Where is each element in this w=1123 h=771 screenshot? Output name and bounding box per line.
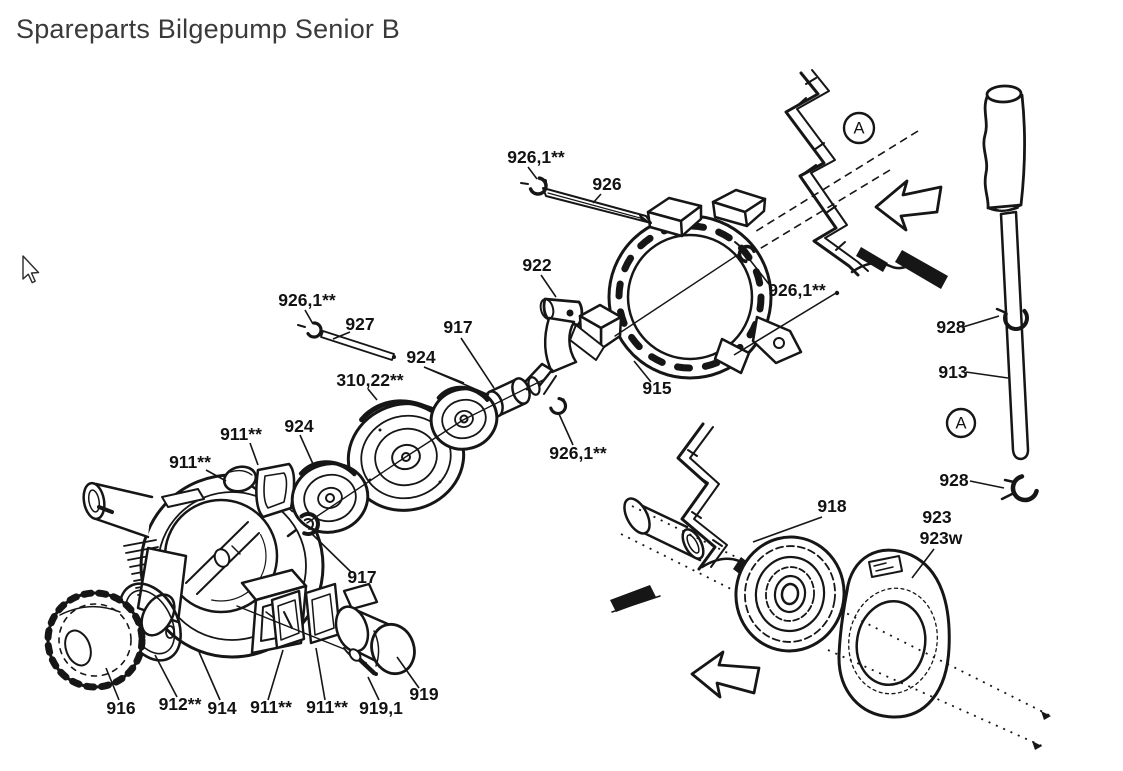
part-label: 916	[106, 698, 135, 718]
leader-line	[460, 337, 495, 389]
thru-hull-tube	[623, 497, 705, 562]
leader-line	[299, 434, 314, 465]
reference-marker-letter: A	[955, 415, 966, 433]
leader-line	[592, 193, 602, 204]
part-911-valve-upper	[222, 462, 296, 519]
part-label: 926,1**	[549, 443, 607, 463]
leader-line	[527, 166, 538, 180]
leader-line	[105, 667, 120, 701]
leader-line	[558, 413, 574, 446]
part-913-handle	[982, 84, 1030, 461]
part-922-lever	[522, 297, 623, 395]
part-label: 919	[409, 684, 438, 704]
part-label: 926,1**	[507, 147, 565, 167]
leader-line	[911, 548, 935, 579]
leader-line	[311, 533, 352, 573]
part-923-cover-plate	[837, 548, 951, 719]
leader-line	[205, 469, 227, 482]
part-label: 927	[345, 314, 374, 334]
part-label: 923	[922, 507, 951, 527]
leader-line	[965, 371, 1009, 379]
leader-line	[198, 651, 221, 701]
part-label: 911**	[250, 697, 292, 717]
part-918-grommet	[734, 535, 846, 653]
part-919-1-screw	[348, 648, 378, 676]
reference-marker-letter: A	[853, 120, 864, 138]
part-label: 917	[443, 317, 472, 337]
part-label: 924	[406, 347, 435, 367]
part-928-clip-loose	[1000, 473, 1040, 503]
bulkhead-cutaway-upper	[784, 69, 948, 289]
part-label: 310,22**	[336, 370, 403, 390]
part-label: 926,1**	[768, 280, 826, 300]
part-label: 915	[642, 378, 671, 398]
leader-line	[969, 480, 1005, 489]
page-title: Spareparts Bilgepump Senior B	[16, 14, 401, 44]
part-label: 928	[936, 317, 965, 337]
leader-line	[540, 274, 557, 298]
leader-line	[249, 442, 259, 466]
leader-lines	[105, 166, 1009, 701]
part-927-link-pin	[320, 330, 396, 361]
part-919-outlet-port	[334, 582, 416, 676]
reference-markers-layer: AA	[842, 111, 977, 439]
mouse-cursor	[22, 255, 40, 284]
part-label: 914	[207, 698, 236, 718]
leader-line	[367, 676, 380, 701]
leader-line	[396, 656, 420, 689]
part-914-pump-body	[82, 473, 325, 659]
leader-line	[633, 360, 652, 383]
part-label: 917	[347, 567, 376, 587]
part-label: 913	[938, 362, 967, 382]
part-926-1-clip-top	[520, 176, 548, 196]
part-915-clamp-ring	[607, 188, 803, 380]
part-926-1-clip-ring-side	[734, 241, 757, 264]
leader-line	[752, 516, 823, 543]
part-label: 912**	[159, 694, 202, 714]
leader-line	[304, 309, 314, 325]
part-926-1-clip-link	[297, 321, 323, 339]
part-label: 911**	[220, 424, 262, 444]
part-label: 911**	[306, 697, 348, 717]
part-label: 923w	[920, 528, 963, 548]
part-916-knurled-cap	[44, 589, 146, 691]
leader-line	[154, 654, 178, 698]
part-label: 911**	[169, 452, 211, 472]
part-label: 918	[817, 496, 846, 516]
axis-lines	[236, 251, 743, 650]
leader-line	[962, 315, 1000, 328]
part-911-valve-plates-lower	[270, 582, 342, 650]
part-label: 919,1	[359, 698, 403, 718]
leader-line	[749, 259, 773, 289]
reference-marker-circle	[842, 111, 876, 145]
leader-line	[267, 649, 284, 701]
leader-line	[332, 331, 351, 340]
direction-arrow-bottom	[690, 650, 761, 699]
reference-marker-circle	[945, 407, 977, 439]
part-926-1-clip-piston	[548, 396, 568, 416]
part-label: 926	[592, 174, 621, 194]
part-926-hinge-pin	[542, 187, 652, 224]
leader-line	[423, 366, 490, 396]
leader-line	[315, 647, 326, 701]
leader-line	[733, 292, 837, 356]
part-label: 928	[939, 470, 968, 490]
part-label: 924	[284, 416, 313, 436]
direction-arrow-top	[874, 179, 943, 232]
part-labels-layer: 926,1**926922917927926,1**924310,22**924…	[106, 147, 968, 718]
construction-lines-lower	[620, 505, 1052, 750]
leader-line	[367, 388, 378, 401]
part-label: 922	[522, 255, 551, 275]
part-label: 926,1**	[278, 290, 336, 310]
part-928-clip-on-shaft	[995, 305, 1029, 331]
